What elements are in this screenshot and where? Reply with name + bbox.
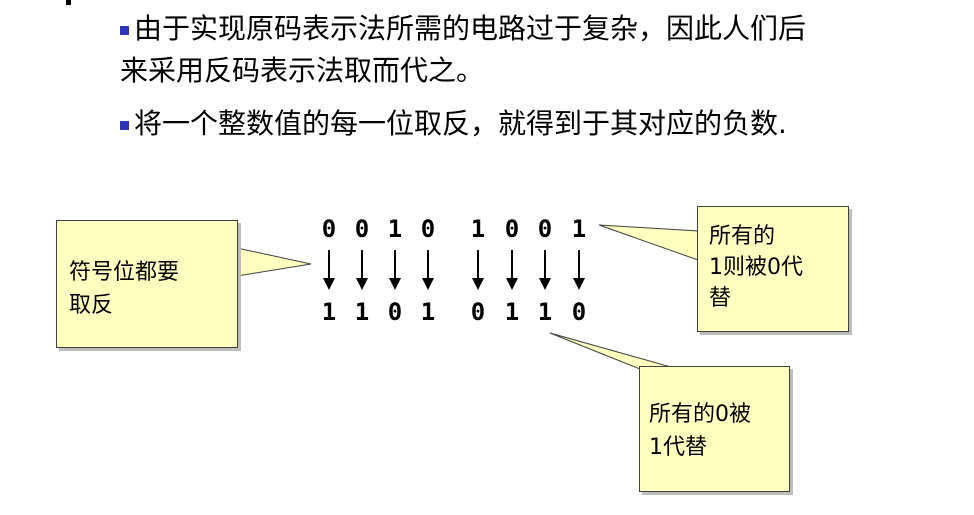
down-arrow-icon — [389, 250, 401, 290]
sign-callout-pointer — [236, 247, 312, 277]
paragraph-1-line-1: 由于实现原码表示法所需的电路过于复杂，因此人们后 — [120, 8, 806, 50]
ones-replaced-callout-line-2: 1则被0代 — [709, 255, 803, 280]
top-bit-3: 1 — [387, 215, 403, 243]
down-arrow-icon — [323, 250, 335, 290]
bottom-bit-1: 1 — [321, 298, 337, 326]
down-arrow-icon — [573, 250, 585, 290]
paragraph-2: 将一个整数值的每一位取反，就得到于其对应的负数. — [120, 103, 787, 145]
top-bit-2: 0 — [354, 215, 370, 243]
ones-callout-pointer — [598, 224, 699, 261]
paragraph-2-line-1: 将一个整数值的每一位取反，就得到于其对应的负数. — [120, 103, 787, 145]
paragraph-1: 由于实现原码表示法所需的电路过于复杂，因此人们后 来采用反码表示法取而代之。 — [120, 8, 806, 92]
ones-replaced-callout: 所有的 1则被0代 替 — [697, 206, 849, 332]
zeros-replaced-callout: 所有的0被 1代替 — [639, 366, 790, 492]
down-arrow-icon — [356, 250, 368, 290]
square-bullet-icon — [120, 121, 129, 130]
zeros-replaced-callout-line-1: 所有的0被 — [649, 402, 751, 427]
top-bit-8: 1 — [571, 215, 587, 243]
bottom-bit-7: 1 — [537, 298, 553, 326]
sign-bit-callout: 符号位都要 取反 — [56, 220, 238, 348]
ones-replaced-callout-line-3: 替 — [709, 286, 732, 311]
bottom-bit-3: 0 — [387, 298, 403, 326]
top-bit-4: 0 — [420, 215, 436, 243]
sign-bit-callout-line-2: 取反 — [69, 293, 114, 318]
paragraph-1-line-1-text: 由于实现原码表示法所需的电路过于复杂，因此人们后 — [134, 12, 807, 45]
paragraph-1-line-2: 来采用反码表示法取而代之。 — [120, 54, 485, 87]
bottom-bit-2: 1 — [354, 298, 370, 326]
top-bit-1: 0 — [321, 215, 337, 243]
down-arrow-icon — [539, 250, 551, 290]
top-bit-5: 1 — [470, 215, 486, 243]
top-bit-6: 0 — [504, 215, 520, 243]
top-bullet-remnant — [66, 0, 71, 5]
bottom-bit-5: 0 — [470, 298, 486, 326]
bottom-bit-4: 1 — [420, 298, 436, 326]
ones-replaced-callout-line-1: 所有的 — [709, 224, 776, 249]
down-arrow-icon — [422, 250, 434, 290]
zeros-replaced-callout-line-2: 1代替 — [649, 435, 707, 460]
down-arrow-icon — [506, 250, 518, 290]
down-arrow-icon — [472, 250, 484, 290]
sign-bit-callout-line-1: 符号位都要 — [69, 260, 180, 285]
bottom-bit-6: 1 — [504, 298, 520, 326]
paragraph-2-line-1-text: 将一个整数值的每一位取反，就得到于其对应的负数. — [134, 107, 787, 140]
top-bit-7: 0 — [537, 215, 553, 243]
bottom-bit-8: 0 — [571, 298, 587, 326]
square-bullet-icon — [120, 26, 129, 35]
zeros-callout-pointer — [549, 332, 679, 370]
